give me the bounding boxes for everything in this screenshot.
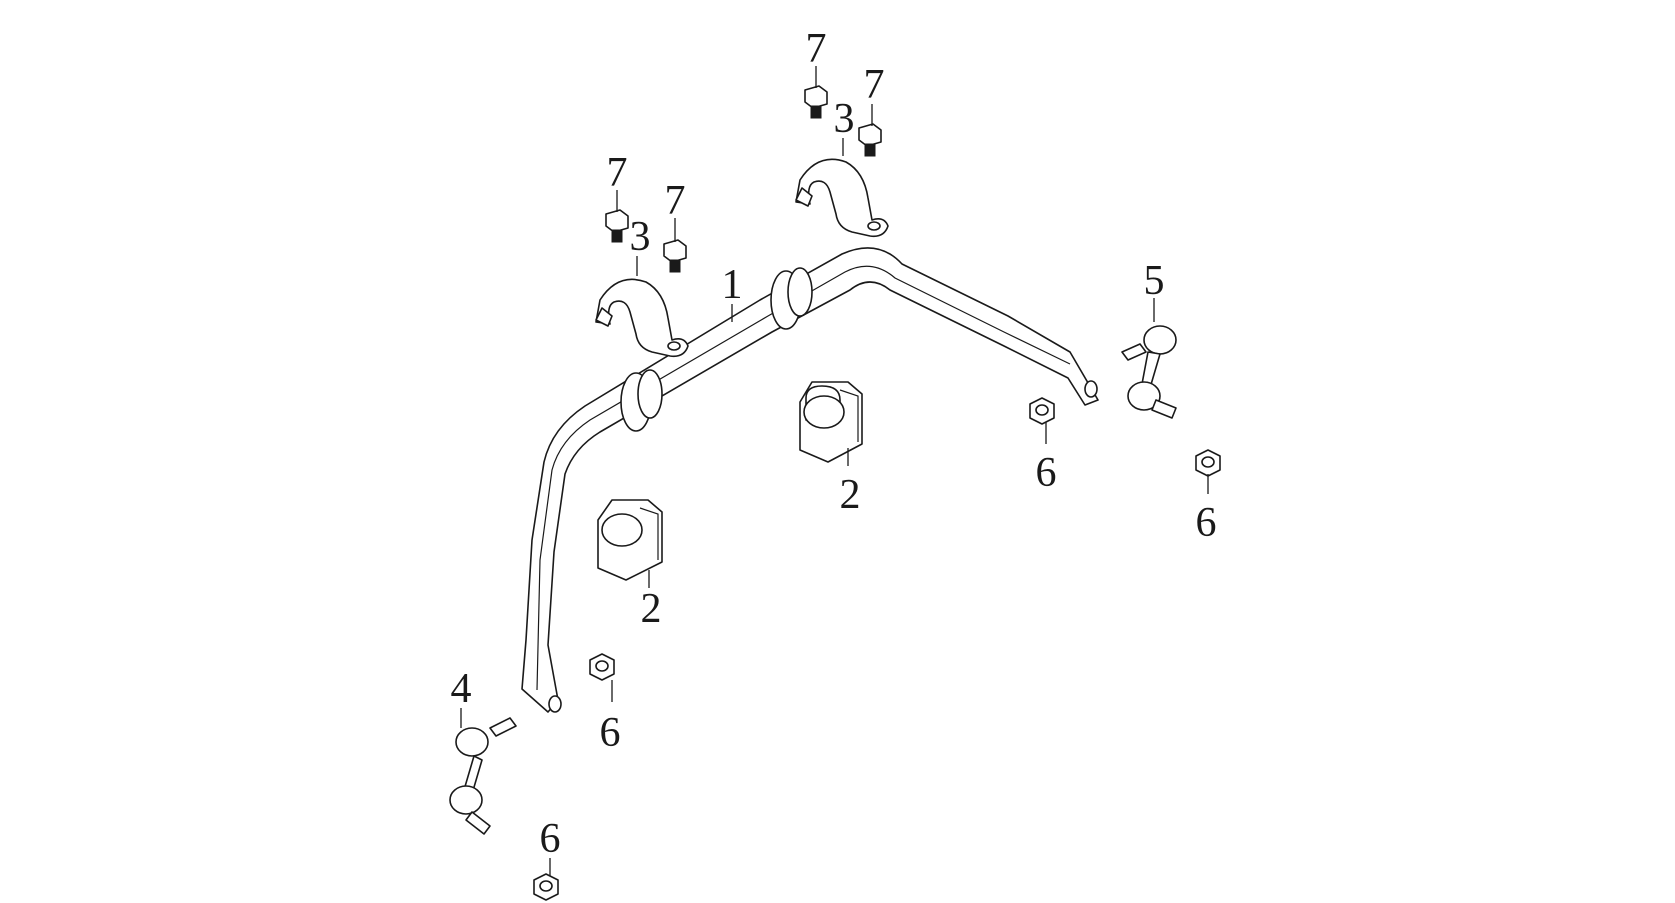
bolt-7c	[605, 209, 629, 243]
stabilizer-link-right	[1121, 325, 1177, 419]
bolt-7a	[804, 85, 828, 119]
bushing-lower	[597, 499, 663, 581]
clamp-bracket-upper	[795, 158, 889, 238]
callout-3-upper: 3	[834, 96, 855, 142]
callout-3-lower: 3	[630, 214, 651, 260]
callout-2-upper: 2	[840, 472, 861, 518]
nut-6a	[1029, 397, 1055, 425]
callout-6-right: 6	[1196, 500, 1217, 546]
callout-7-mid-right: 7	[665, 178, 686, 224]
callout-6-bottom: 6	[540, 816, 561, 862]
callout-7-mid-left: 7	[607, 150, 628, 196]
callout-6-upper-middle: 6	[1036, 450, 1057, 496]
callout-7-top-left: 7	[806, 26, 827, 72]
nut-6c	[589, 653, 615, 681]
stabilizer-bar	[521, 247, 1099, 713]
leader-lines	[460, 66, 1209, 876]
callout-1: 1	[722, 262, 743, 308]
bushing-upper	[799, 381, 863, 463]
clamp-bracket-lower	[595, 278, 689, 358]
callout-7-top-right: 7	[864, 62, 885, 108]
callout-4: 4	[451, 666, 472, 712]
bolt-7d	[663, 239, 687, 273]
nut-6d	[533, 873, 559, 901]
callout-2-lower: 2	[641, 586, 662, 632]
nut-6b	[1195, 449, 1221, 477]
callout-5: 5	[1144, 258, 1165, 304]
stabilizer-link-left	[449, 717, 517, 835]
bolt-7b	[858, 123, 882, 157]
callout-6-lower-middle: 6	[600, 710, 621, 756]
